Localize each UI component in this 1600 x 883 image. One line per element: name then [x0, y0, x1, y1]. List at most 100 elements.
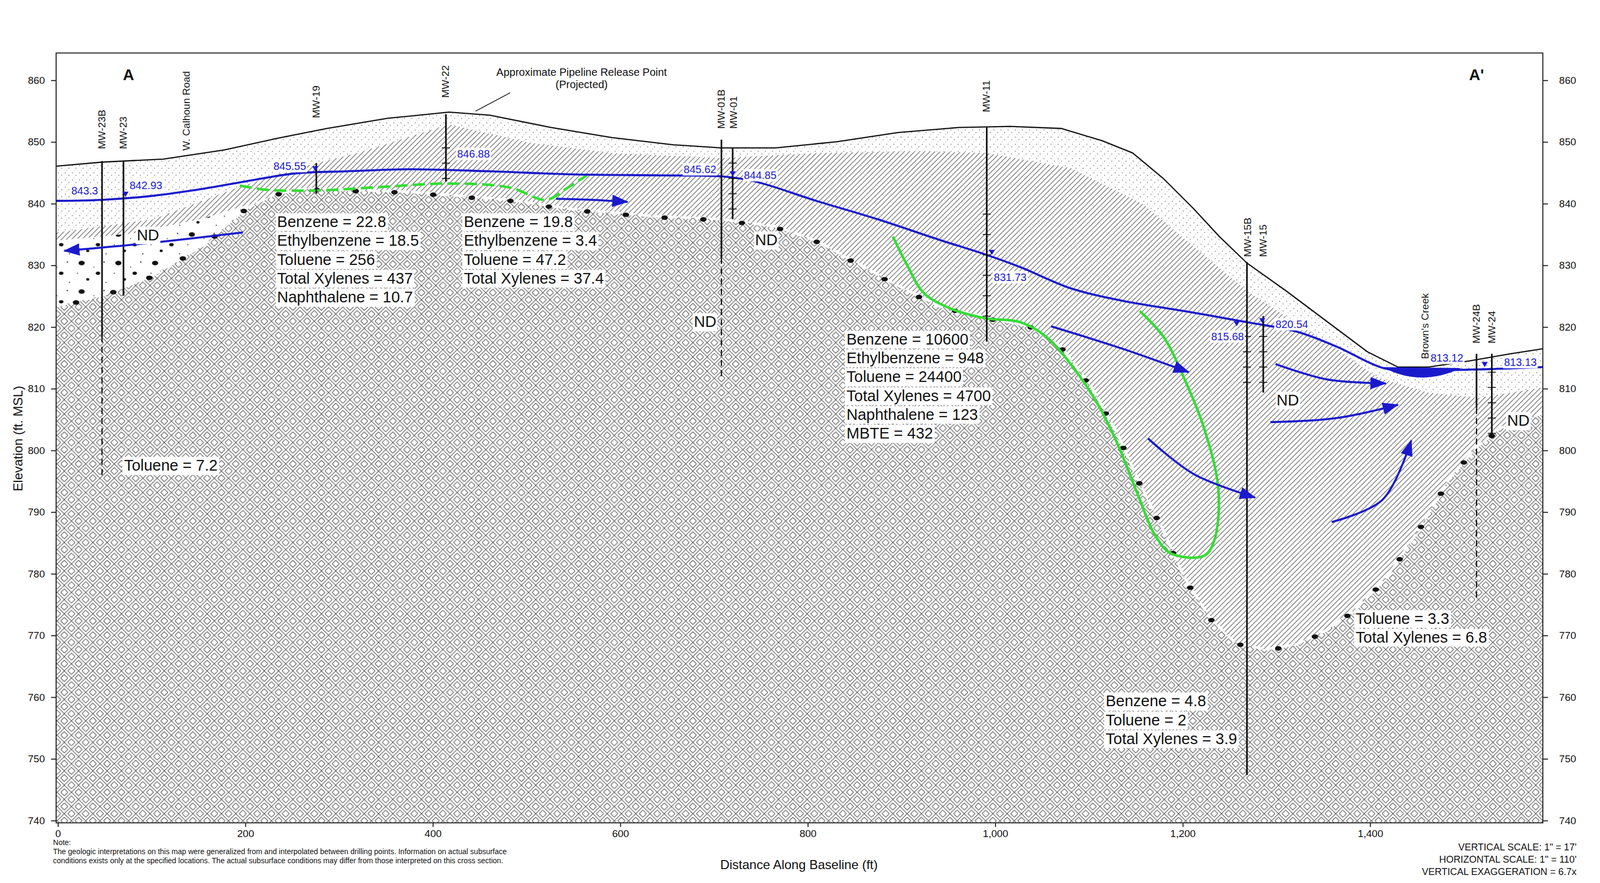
pebble — [1237, 642, 1244, 648]
axis-tick-label: 770 — [1559, 630, 1577, 642]
tick-mark — [50, 388, 57, 390]
tick-mark — [50, 573, 57, 576]
pebble — [661, 215, 668, 220]
well-casing — [720, 140, 722, 259]
silt-unit — [56, 124, 1543, 650]
water-level-symbol — [729, 171, 736, 177]
pebble — [915, 294, 923, 300]
axis-tick-label: 800 — [1559, 445, 1577, 457]
screen-tick — [728, 162, 737, 165]
screen-tick — [441, 147, 450, 149]
concentration-value: MBTE = 432 — [844, 425, 935, 444]
axis-tick-label: 740 — [1559, 815, 1577, 828]
screen-tick — [982, 213, 991, 215]
well-name: MW-19 — [310, 86, 323, 119]
tick-mark — [1542, 450, 1549, 452]
screen-tick — [1243, 366, 1252, 368]
well-boring — [720, 258, 722, 378]
leader-line — [475, 92, 511, 112]
axis-tick-label: 750 — [27, 753, 45, 766]
axis-tick-label: 840 — [27, 198, 45, 211]
well-name: MW-24B — [1470, 304, 1483, 345]
screen-tick — [1259, 366, 1268, 368]
tick-mark — [1182, 822, 1184, 828]
non-detect-label: ND — [754, 231, 779, 250]
tick-mark — [995, 822, 997, 828]
water-elevation: 846.88 — [455, 148, 491, 161]
water-elevation: 844.85 — [742, 169, 778, 182]
tick-mark — [50, 635, 57, 637]
concentration-value: Benzene = 19.8 — [462, 213, 575, 231]
concentration-value: Total Xylenes = 437 — [275, 269, 415, 288]
axis-tick-label: 780 — [27, 568, 45, 581]
pebble — [622, 212, 629, 217]
well-casing — [122, 161, 125, 297]
concentration-value: Toluene = 24400 — [844, 368, 963, 387]
axis-tick-label: 760 — [27, 692, 45, 704]
non-detect-label: ND — [692, 313, 718, 332]
water-level-symbol — [312, 166, 318, 172]
note-text: The geologic interpretations on this map… — [52, 847, 524, 866]
screen-tick — [441, 162, 450, 165]
screen-tick — [728, 193, 737, 195]
pebble — [72, 300, 80, 305]
pebble — [1460, 460, 1467, 465]
pebble — [240, 208, 247, 214]
screen-tick — [1487, 371, 1496, 374]
water-level-symbol — [988, 250, 995, 256]
pebble — [700, 217, 707, 222]
axis-tick-label: 200 — [237, 828, 255, 841]
water-elevation: 813.13 — [1502, 355, 1538, 369]
screen-tick — [441, 177, 450, 180]
plume-boundary — [239, 175, 587, 200]
tick-mark — [432, 822, 434, 828]
non-detect-label: ND — [135, 226, 161, 245]
screen-tick — [1487, 417, 1496, 419]
water-level-symbol — [122, 191, 129, 198]
screen-tick — [1243, 351, 1252, 353]
scale-text: VERTICAL EXAGGERATION = 6.7x — [1422, 866, 1577, 879]
sand-unit — [56, 112, 1543, 398]
axis-tick-label: 400 — [424, 828, 442, 841]
gravel-unit — [56, 204, 251, 307]
tick-mark — [1542, 820, 1549, 822]
axis-tick-label: 850 — [1559, 136, 1577, 149]
water-elevation: 813.12 — [1429, 351, 1465, 364]
axis-tick-label: 1,400 — [1357, 828, 1384, 841]
screen-tick — [982, 295, 991, 297]
tick-mark — [1542, 758, 1549, 760]
screen-tick — [982, 275, 991, 277]
axis-tick-label: 830 — [1559, 259, 1577, 272]
axis-tick-label: 860 — [27, 74, 45, 87]
well-name: MW-15 — [1257, 224, 1270, 258]
concentration-value: Benzene = 4.8 — [1104, 693, 1208, 711]
tick-mark — [50, 265, 57, 267]
tick-mark — [1542, 511, 1549, 514]
pebble — [1372, 587, 1379, 592]
pebble — [429, 192, 437, 197]
note-heading: Note: — [52, 838, 71, 848]
pebble — [1186, 585, 1194, 590]
tick-mark — [1542, 573, 1549, 576]
screen-tick — [1259, 382, 1268, 384]
well-boring — [101, 336, 103, 476]
concentration-value: Toluene = 2 — [1104, 711, 1188, 730]
tick-mark — [50, 450, 57, 452]
scale-text: HORIZONTAL SCALE: 1" = 110' — [1439, 854, 1577, 866]
pebble — [1136, 481, 1143, 486]
concentration-value: Ethylbenzene = 3.4 — [462, 232, 599, 251]
concentration-value: Naphthalene = 10.7 — [275, 289, 415, 307]
non-detect-label: ND — [1275, 391, 1301, 410]
concentration-value: Toluene = 256 — [275, 251, 377, 269]
axis-tick-label: 820 — [1559, 321, 1577, 334]
water-elevation: 820.54 — [1274, 317, 1310, 331]
pebble — [468, 195, 476, 200]
wells — [102, 114, 1496, 776]
axis-tick-label: 820 — [27, 321, 45, 334]
pebble — [1208, 618, 1215, 623]
pebble — [584, 209, 591, 214]
axis-tick-label: 840 — [1559, 198, 1577, 211]
well-name: W. Calhoun Road — [181, 71, 193, 152]
water-level-symbol — [1233, 321, 1240, 327]
